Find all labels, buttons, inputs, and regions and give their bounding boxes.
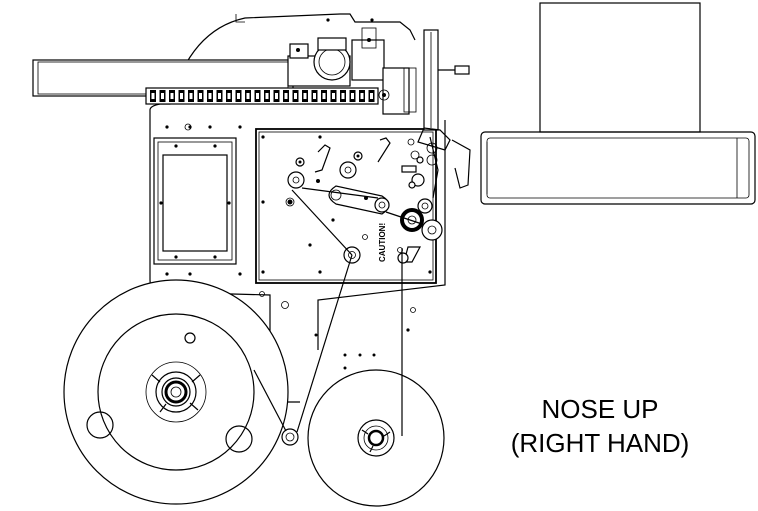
supply-roll bbox=[63, 279, 289, 505]
chain-link-window bbox=[322, 93, 326, 99]
chain-link-window bbox=[237, 93, 240, 99]
chain-link-window bbox=[341, 93, 345, 99]
back-plate bbox=[255, 128, 437, 284]
chain-link-window bbox=[161, 93, 164, 99]
supply-hub bbox=[145, 361, 207, 423]
chain-link-window bbox=[313, 93, 316, 99]
peel-plate-arm bbox=[401, 29, 471, 189]
caption-line-1: NOSE UP bbox=[541, 394, 659, 424]
chain-link-window bbox=[332, 93, 335, 99]
chain-link-window bbox=[151, 93, 155, 99]
chain-link-window bbox=[180, 93, 183, 99]
product-container bbox=[480, 2, 756, 205]
web-path bbox=[253, 136, 439, 436]
chain-link-window bbox=[246, 93, 250, 99]
chain-link-window bbox=[227, 93, 231, 99]
conveyor-chain bbox=[145, 87, 379, 105]
idler-roller bbox=[281, 428, 299, 446]
caution-label: CAUTION! bbox=[378, 223, 387, 262]
chain-link-window bbox=[294, 93, 297, 99]
chain-link-window bbox=[303, 93, 307, 99]
display-window bbox=[153, 137, 237, 265]
chain-link-window bbox=[275, 93, 278, 99]
chain-link-window bbox=[170, 93, 174, 99]
orientation-caption: NOSE UP (RIGHT HAND) bbox=[480, 392, 720, 460]
mounting-holes bbox=[165, 18, 432, 370]
chain-link-window bbox=[256, 93, 259, 99]
rewind-roll bbox=[307, 369, 445, 507]
chain-link-window bbox=[351, 93, 354, 99]
chain-link-window bbox=[370, 93, 373, 99]
chain-link-window bbox=[189, 93, 193, 99]
chain-link-window bbox=[218, 93, 221, 99]
chain-link-window bbox=[265, 93, 269, 99]
chain-link-window bbox=[360, 93, 364, 99]
chain-link-window bbox=[208, 93, 212, 99]
chain-link-window bbox=[199, 93, 202, 99]
plate-components bbox=[285, 137, 443, 264]
caption-line-2: (RIGHT HAND) bbox=[510, 428, 690, 458]
chain-link-window bbox=[284, 93, 288, 99]
